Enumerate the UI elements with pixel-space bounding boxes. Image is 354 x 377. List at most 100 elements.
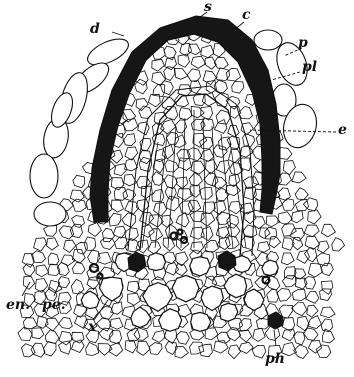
- label-s: s: [204, 0, 212, 14]
- parenchyma-cell: [201, 286, 223, 311]
- cell: [71, 279, 84, 294]
- xylem-vessel: [178, 230, 183, 235]
- cell: [332, 238, 345, 252]
- label-e: e: [338, 123, 347, 137]
- cell: [253, 328, 266, 341]
- cell: [128, 293, 141, 305]
- cell: [114, 187, 127, 200]
- cell: [321, 307, 336, 318]
- cell: [125, 340, 136, 353]
- cell: [232, 82, 244, 94]
- cell: [295, 188, 308, 200]
- cell: [229, 174, 240, 186]
- cell: [191, 161, 206, 174]
- cell: [243, 177, 258, 189]
- outer-cell: [254, 30, 282, 50]
- cell: [36, 265, 49, 277]
- cell: [187, 69, 200, 82]
- cell: [243, 225, 257, 238]
- cell: [190, 342, 204, 354]
- cell: [201, 45, 214, 58]
- cell: [125, 147, 138, 160]
- cell: [304, 328, 318, 340]
- cell: [165, 187, 176, 200]
- cell: [111, 178, 124, 190]
- cell: [241, 123, 253, 135]
- parenchyma-cell: [143, 283, 173, 312]
- cell: [292, 238, 303, 250]
- cell: [239, 330, 252, 342]
- cell: [162, 97, 176, 111]
- cell: [279, 188, 291, 201]
- cell: [206, 160, 218, 174]
- phloem-patch: [218, 251, 236, 271]
- cell: [148, 242, 161, 254]
- cell: [291, 211, 303, 223]
- cell: [292, 289, 306, 300]
- cell: [122, 213, 136, 227]
- cell: [175, 68, 188, 79]
- parenchyma-cell: [224, 274, 247, 298]
- cell: [176, 332, 189, 345]
- cell: [322, 329, 334, 343]
- cell: [167, 196, 179, 211]
- cell: [193, 133, 207, 147]
- cell: [214, 57, 228, 68]
- cell: [216, 161, 229, 174]
- cell: [178, 304, 191, 317]
- cell: [136, 99, 148, 111]
- cell: [318, 241, 330, 253]
- cell: [258, 242, 270, 253]
- phloem-patch-ph: [268, 312, 283, 329]
- cell: [127, 329, 140, 342]
- cell: [200, 149, 214, 161]
- cell: [73, 175, 85, 188]
- parenchyma-cell: [190, 257, 211, 276]
- xylem-vessel: [171, 233, 178, 240]
- cell: [137, 341, 150, 355]
- cell: [124, 134, 136, 146]
- label-p: p: [298, 36, 308, 50]
- cell: [305, 236, 319, 249]
- cell: [278, 212, 293, 225]
- cell: [201, 106, 213, 120]
- cell: [100, 238, 115, 250]
- cell: [283, 161, 295, 175]
- cell: [48, 253, 59, 265]
- cell: [32, 328, 44, 339]
- parenchyma-cell: [99, 277, 123, 301]
- cell: [217, 332, 230, 343]
- cell: [134, 328, 148, 341]
- cell: [99, 328, 113, 340]
- cell: [179, 108, 192, 120]
- cell: [177, 177, 188, 189]
- cell: [136, 199, 149, 212]
- cell: [282, 199, 294, 211]
- parenchyma-cell: [147, 253, 165, 271]
- cell: [305, 248, 317, 262]
- label-c: c: [242, 8, 251, 22]
- parenchyma-cell: [81, 291, 99, 308]
- cell: [213, 145, 227, 158]
- cell: [47, 238, 59, 250]
- cell: [292, 172, 306, 183]
- parenchyma-cell: [159, 309, 182, 332]
- cell: [166, 132, 178, 144]
- cell: [152, 189, 164, 201]
- parenchyma-cell: [131, 307, 151, 328]
- cell: [164, 175, 177, 189]
- cell: [252, 345, 266, 358]
- cell: [164, 330, 177, 344]
- cell: [228, 345, 241, 359]
- cell: [216, 227, 229, 239]
- cell: [277, 289, 292, 302]
- cell: [31, 343, 45, 357]
- cell: [86, 342, 99, 355]
- cell: [161, 81, 174, 95]
- cell: [152, 331, 165, 343]
- cell: [84, 237, 96, 251]
- parenchyma-cell: [172, 275, 199, 301]
- label-pl: pl: [302, 60, 317, 74]
- cell: [203, 202, 215, 214]
